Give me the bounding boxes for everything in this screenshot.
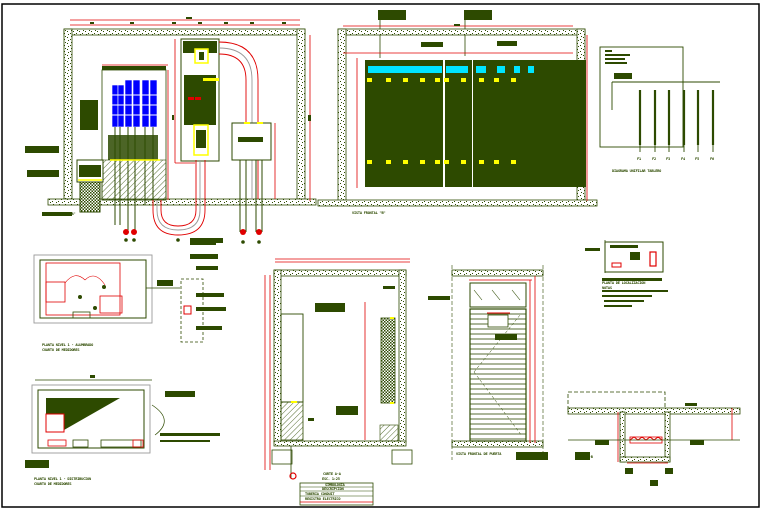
legend-header: DESCRIPCION — [322, 487, 344, 491]
feeder-label: F1 — [637, 157, 641, 161]
plan-lighting-subcaption: CUARTO DE MEDIDORES — [42, 348, 79, 352]
sheet-border — [1, 3, 760, 508]
notes-title: NOTAS — [602, 286, 612, 290]
trench-section-view: CORTE B-B — [567, 391, 741, 486]
section-aa-view: SIMBOLOGIA DESCRIPCION TUBERIA CONDUIT R… — [264, 258, 413, 506]
plan-equipment-subcaption: CUARTO DE MEDIDORES — [34, 482, 71, 486]
section-aa-caption: CORTE A-A — [323, 472, 342, 476]
legend-row: TUBERIA CONDUIT — [305, 492, 334, 496]
single-line-caption: DIAGRAMA UNIFILAR TABLERO — [612, 169, 661, 173]
legend-title: SIMBOLOGIA — [325, 483, 346, 487]
switchgear-lineup — [365, 60, 586, 187]
elevation-b-caption: VISTA FRONTAL "B" — [352, 211, 385, 215]
plan-lighting-view: PLANTA NIVEL 1 - ALUMBRADO CUARTO DE MED… — [33, 240, 226, 352]
door-elevation-view: VISTA FRONTAL DE PUERTA — [428, 265, 548, 460]
meter-panel — [101, 64, 174, 230]
feeder-label: F4 — [681, 157, 685, 161]
legend-table: SIMBOLOGIA DESCRIPCION TUBERIA CONDUIT R… — [299, 482, 374, 506]
single-line-diagram: F1 F2 F3 F4 F5 F6 DIAGRAMA UNIFILAR TABL… — [599, 46, 720, 173]
elevation-b-view: VISTA FRONTAL "B" — [317, 10, 598, 215]
plan-equipment-caption: PLANTA NIVEL 1 - DISTRIBUCION — [34, 477, 91, 481]
elevation-a-view: VISTA FRONTAL "A" — [25, 17, 317, 244]
feeder-label: F2 — [652, 157, 656, 161]
plan-equipment-view: PLANTA NIVEL 1 - DISTRIBUCION CUARTO DE … — [25, 375, 220, 486]
door-elevation-caption: VISTA FRONTAL DE PUERTA — [456, 452, 502, 456]
feeder-label: F3 — [666, 157, 670, 161]
section-aa-scale: ESC. 1:25 — [322, 477, 340, 481]
trench-section-caption: CORTE B-B — [575, 455, 594, 459]
elevation-a-caption: VISTA FRONTAL "A" — [42, 212, 75, 216]
conduit-bends — [152, 41, 259, 236]
legend-row: REGISTRO ELECTRICO — [305, 497, 340, 501]
key-plan-view: PLANTA DE LOCALIZACION NOTAS — [585, 240, 668, 307]
feeder-label: F5 — [695, 157, 699, 161]
plan-lighting-caption: PLANTA NIVEL 1 - ALUMBRADO — [42, 343, 93, 347]
main-switchboard — [174, 38, 220, 164]
key-plan-caption: PLANTA DE LOCALIZACION — [602, 281, 645, 285]
feeder-label: F6 — [710, 157, 714, 161]
